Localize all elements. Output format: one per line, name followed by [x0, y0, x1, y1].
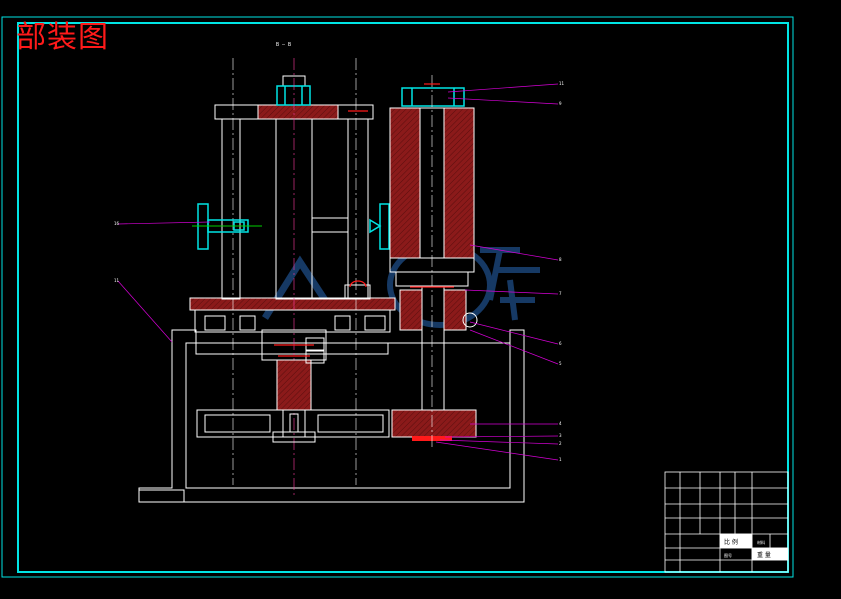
leader-label-right-10: 1	[559, 457, 562, 462]
leader-lines	[117, 83, 559, 461]
leader-label-left-2: 11	[114, 278, 120, 283]
leader-label-right-6: 5	[559, 361, 562, 366]
leader-label-right-4: 7	[559, 291, 562, 296]
bottom-gear	[196, 409, 390, 443]
leader-label-right-5: 6	[559, 341, 562, 346]
title-block	[664, 471, 789, 573]
inner-frame	[17, 22, 789, 573]
top-plate	[214, 75, 374, 120]
title-block-scale: 比 例	[724, 538, 738, 546]
base-flange	[189, 297, 396, 355]
bolt-head	[462, 312, 478, 328]
leader-label-right-8: 3	[559, 433, 562, 438]
leader-label-right-3: 8	[559, 257, 562, 262]
drawing-title: 部装图	[16, 20, 109, 55]
right-handwheel	[369, 203, 390, 250]
leader-label-left-1: 16	[114, 221, 120, 226]
leader-label-right-9: 2	[559, 441, 562, 446]
leader-label-right-7: 4	[559, 421, 562, 426]
title-block-drawing-no: 图号	[724, 552, 732, 558]
main-shaft	[261, 329, 327, 411]
right-gear	[391, 409, 477, 438]
title-block-weight: 重 量	[757, 551, 771, 559]
title-block-material: 材料	[757, 539, 765, 545]
top-nut	[276, 85, 311, 106]
section-label: B — B	[276, 42, 292, 48]
outer-frame	[1, 16, 794, 578]
red-accents	[274, 83, 454, 357]
spindle-cap	[401, 87, 465, 107]
leader-label-right-1: 11	[559, 81, 565, 86]
leader-label-right-2: 9	[559, 101, 562, 106]
